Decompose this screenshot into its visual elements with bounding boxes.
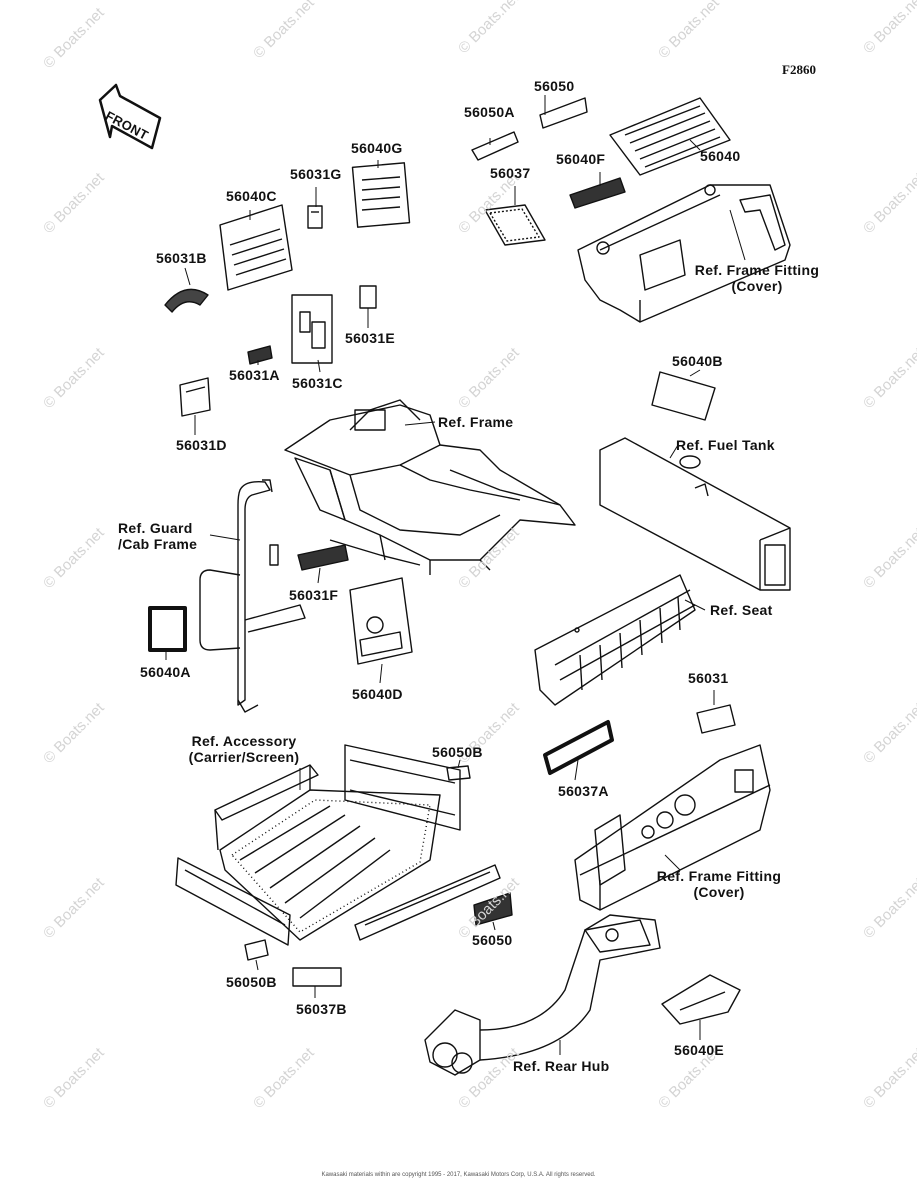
decal-56037A xyxy=(543,720,614,775)
ref-frame-fitting-bottom-line1: Ref. Frame Fitting xyxy=(656,868,782,884)
decal-56040E xyxy=(661,974,741,1025)
decal-56040 xyxy=(609,97,731,176)
decal-56040A xyxy=(148,606,187,652)
guard-cab-frame xyxy=(199,479,306,713)
ref-accessory-line1: Ref. Accessory xyxy=(191,733,297,749)
decal-56031D xyxy=(179,377,211,417)
part-label-56050-bottom: 56050 xyxy=(472,932,513,948)
leader-lines xyxy=(165,95,746,1055)
ref-guard-line2: /Cab Frame xyxy=(118,536,198,552)
part-label-56031G: 56031G xyxy=(290,166,342,182)
diagram-code: F2860 xyxy=(782,62,816,77)
part-label-56031D: 56031D xyxy=(176,437,227,453)
decal-56031E xyxy=(359,285,377,309)
screen-panel-rear xyxy=(354,864,501,941)
ref-seat-label: Ref. Seat xyxy=(710,602,773,618)
decal-56037 xyxy=(484,204,546,246)
main-frame xyxy=(284,399,576,575)
decal-56031F xyxy=(297,544,349,571)
part-label-56037B: 56037B xyxy=(296,1001,347,1017)
part-label-56031B: 56031B xyxy=(156,250,207,266)
ref-guard-line1: Ref. Guard xyxy=(118,520,193,536)
ref-fuel-tank-label: Ref. Fuel Tank xyxy=(676,437,775,453)
decal-56031 xyxy=(696,704,736,734)
decal-56031A xyxy=(247,345,273,365)
part-label-56037A: 56037A xyxy=(558,783,609,799)
screen-panel-side xyxy=(344,744,461,831)
part-label-56031: 56031 xyxy=(688,670,729,686)
seat xyxy=(534,574,696,706)
part-label-56040F: 56040F xyxy=(556,151,606,167)
decal-56040C xyxy=(219,204,293,291)
part-label-56040B: 56040B xyxy=(672,353,723,369)
part-label-56040E: 56040E xyxy=(674,1042,725,1058)
rear-hub xyxy=(424,914,661,1076)
copyright-footer: Kawasaki materials within are copyright … xyxy=(321,1172,596,1178)
part-label-56031A: 56031A xyxy=(229,367,280,383)
part-label-56031E: 56031E xyxy=(345,330,396,346)
decal-56037B xyxy=(292,967,342,987)
decal-56050B-top xyxy=(446,765,471,781)
ref-frame-fitting-top-line2: (Cover) xyxy=(731,278,783,294)
part-label-56040G: 56040G xyxy=(351,140,403,156)
carrier-bed xyxy=(214,764,441,941)
frame-fitting-cover-top xyxy=(577,184,791,323)
part-label-56050A: 56050A xyxy=(464,104,515,120)
part-label-56040A: 56040A xyxy=(140,664,191,680)
decal-56031B xyxy=(164,288,209,313)
part-label-56050B-top: 56050B xyxy=(432,744,483,760)
part-label-56050: 56050 xyxy=(534,78,575,94)
decal-56050-bottom xyxy=(473,892,513,926)
part-label-56037: 56037 xyxy=(490,165,531,181)
ref-accessory-label: Ref. Accessory (Carrier/Screen) xyxy=(176,733,312,765)
part-label-56050B-bottom: 56050B xyxy=(226,974,277,990)
ref-guard-label: Ref. Guard /Cab Frame xyxy=(118,520,197,552)
frame-fitting-cover-bottom xyxy=(574,744,771,911)
decal-56040B xyxy=(651,371,716,421)
ref-frame-label: Ref. Frame xyxy=(438,414,514,430)
ref-frame-fitting-bottom: Ref. Frame Fitting (Cover) xyxy=(648,868,790,900)
part-label-56040C: 56040C xyxy=(226,188,277,204)
part-label-56031F: 56031F xyxy=(289,587,339,603)
decal-56040G xyxy=(351,162,411,228)
part-label-56031C: 56031C xyxy=(292,375,343,391)
ref-rear-hub-label: Ref. Rear Hub xyxy=(513,1058,610,1074)
ref-frame-fitting-bottom-line2: (Cover) xyxy=(693,884,745,900)
decal-56031C xyxy=(291,294,333,364)
ref-frame-fitting-top-line1: Ref. Frame Fitting xyxy=(694,262,820,278)
ref-frame-fitting-top: Ref. Frame Fitting (Cover) xyxy=(686,262,828,294)
decal-56040D xyxy=(349,577,413,665)
decal-56050B-bottom xyxy=(244,939,269,961)
part-label-56040: 56040 xyxy=(700,148,741,164)
front-arrow xyxy=(98,83,162,150)
fuel-tank xyxy=(599,437,791,591)
screen-panel-front xyxy=(175,857,291,946)
ref-accessory-line2: (Carrier/Screen) xyxy=(188,749,300,765)
part-label-56040D: 56040D xyxy=(352,686,403,702)
decal-56040F xyxy=(569,177,626,209)
decal-56031G xyxy=(307,205,323,229)
decal-56050A xyxy=(471,131,519,161)
decal-56050 xyxy=(539,97,588,129)
